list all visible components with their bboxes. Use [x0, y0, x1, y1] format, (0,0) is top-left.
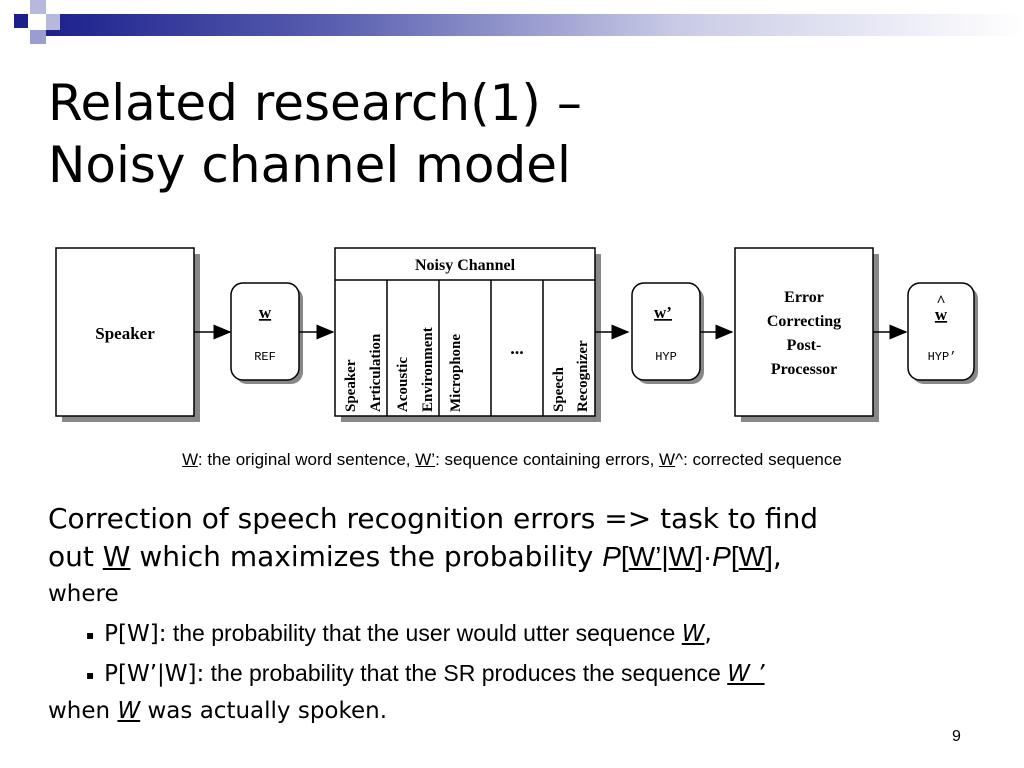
what-hat-glyph: ^ — [936, 293, 945, 310]
channel-col3-label: Microphone — [448, 334, 464, 412]
title-line-1: Related research(1) – — [48, 74, 582, 132]
formula-p2: P — [712, 541, 731, 572]
channel-col2-line-b: Environment — [420, 327, 436, 412]
tail-b: was actually spoken. — [140, 698, 388, 724]
bullet-2-text: the probability that the SR produces the… — [204, 660, 728, 686]
formula-p1: P — [602, 541, 621, 572]
formula-part: [ — [620, 541, 629, 572]
ecp-line-1: Error — [784, 289, 824, 306]
body-paragraph: Correction of speech recognition errors … — [48, 500, 818, 576]
bullet-1-text: the probability that the user would utte… — [166, 620, 682, 646]
channel-title: Noisy Channel — [415, 257, 516, 274]
channel-col2-line-a: Acoustic — [395, 357, 411, 412]
body-line-2-b: which maximizes the probability — [130, 540, 603, 573]
tail-a: when — [48, 698, 118, 724]
channel-col5-line-b: Recognizer — [575, 340, 591, 412]
ecp-line-4: Processor — [771, 361, 837, 378]
caption-w: W — [182, 450, 198, 469]
body-comma: , — [772, 540, 782, 573]
bullet-marker: ▪ — [86, 627, 95, 642]
formula-part: [ — [730, 541, 739, 572]
hyp-prime-label: HYP’ — [928, 350, 957, 364]
what-label: w — [935, 305, 948, 324]
bullet-2-w: W ’ — [727, 661, 765, 687]
formula-part: | — [661, 541, 669, 572]
diagram-caption: W: the original word sentence, W’: seque… — [0, 450, 1024, 470]
formula-w2: W — [738, 541, 766, 572]
header-square-mid — [30, 30, 46, 44]
speaker-label: Speaker — [95, 324, 155, 343]
hyp-label: HYP — [655, 350, 677, 364]
ref-label: REF — [254, 350, 276, 364]
bullet-1-end: , — [704, 621, 712, 647]
slide-header-decoration — [0, 0, 1024, 60]
ecp-line-3: Post- — [787, 337, 822, 354]
speaker-box — [55, 247, 195, 417]
bullet-marker: ▪ — [86, 667, 95, 682]
page-number: 9 — [952, 728, 961, 745]
caption-text-2: : sequence containing errors, — [435, 450, 660, 469]
channel-col1-line-b: Articulation — [368, 333, 384, 412]
channel-col5-line-a: Speech — [551, 366, 567, 412]
wprime-box — [631, 282, 701, 381]
formula-w: W — [668, 541, 696, 572]
caption-wprime: W’ — [415, 450, 436, 469]
channel-col1-line-a: Speaker — [343, 359, 359, 412]
formula-part: ]· — [695, 541, 713, 572]
w-label: w — [259, 303, 272, 322]
formula: P[W’|W]·P[W] — [602, 541, 773, 572]
body-line-2: out W which maximizes the probability P[… — [48, 538, 818, 576]
header-square-white — [30, 14, 46, 30]
noisy-channel-diagram: Speaker w REF Noisy Channel Speaker Arti… — [55, 247, 978, 422]
where-label: where — [48, 581, 119, 607]
what-box — [907, 282, 975, 381]
ecp-line-2: Correcting — [767, 313, 841, 330]
tail-w: W — [117, 698, 141, 724]
title-line-2: Noisy channel model — [48, 136, 571, 194]
header-gradient-band — [40, 14, 1024, 36]
caption-text-1: : the original word sentence, — [197, 450, 416, 469]
channel-col4-ellipsis: ... — [510, 338, 524, 358]
slide-title: Related research(1) – Noisy channel mode… — [48, 72, 582, 196]
header-square-dark — [14, 14, 28, 28]
bullet-2-formula: P[W’|W]: — [104, 661, 205, 687]
bullet-1-w: W — [681, 621, 705, 647]
bullet-2-continuation: when W was actually spoken. — [48, 698, 387, 724]
header-square-light — [30, 0, 46, 14]
wprime-label: w’ — [654, 303, 672, 322]
bullet-1-formula: P[W]: — [104, 621, 167, 647]
w-box — [230, 282, 300, 381]
body-line-1: Correction of speech recognition errors … — [48, 502, 819, 535]
body-line-2-a: out — [48, 540, 103, 573]
caption-text-3: ^: corrected sequence — [675, 450, 842, 469]
ecp-box — [734, 247, 874, 417]
formula-part: ] — [765, 541, 773, 572]
header-square-light — [46, 14, 60, 30]
bullet-item-2: ▪ P[W’|W]: the probability that the SR pr… — [86, 660, 765, 687]
caption-what: W — [659, 450, 676, 469]
bullet-item-1: ▪ P[W]: the probability that the user wou… — [86, 620, 712, 647]
formula-wprime: W’ — [628, 541, 662, 572]
body-line-2-w: W — [102, 540, 131, 573]
